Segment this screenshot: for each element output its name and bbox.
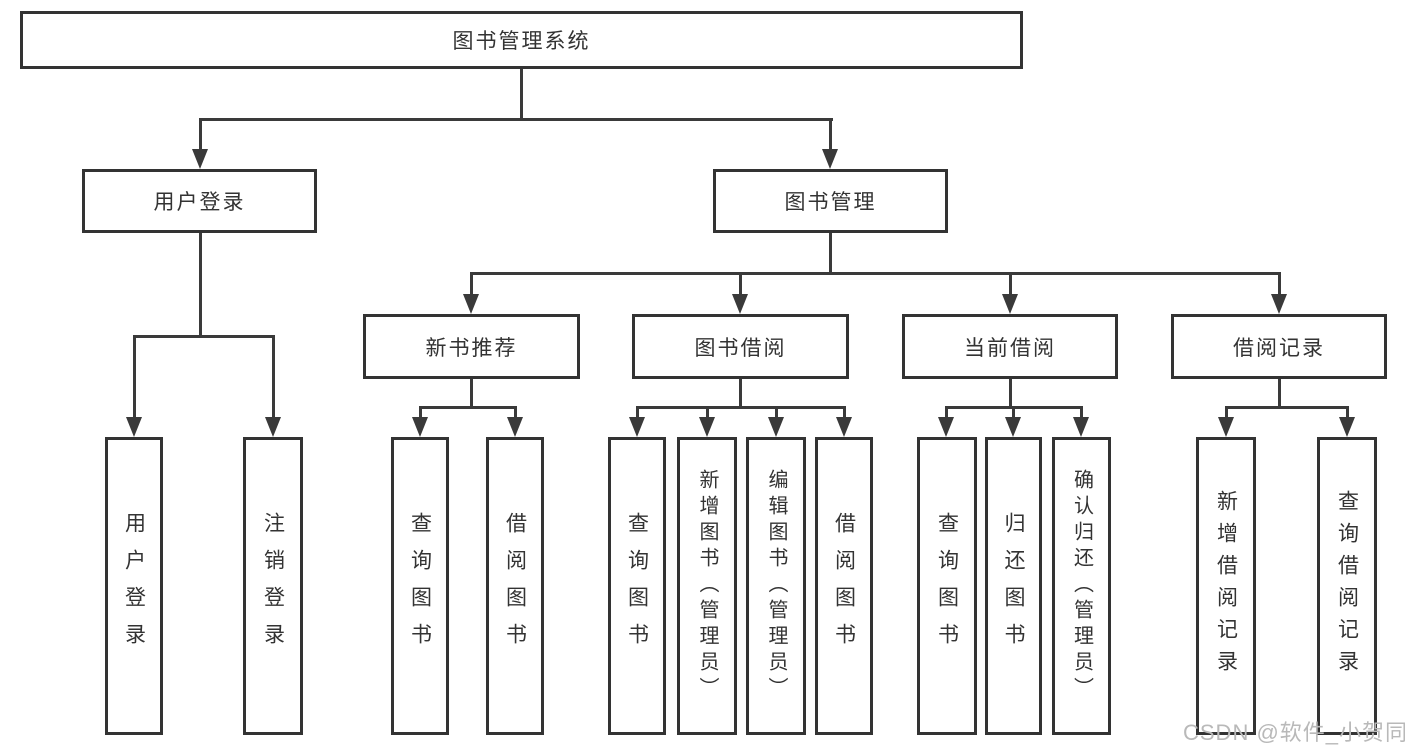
leaf-node-query-books: 查询图书 <box>608 437 666 735</box>
connector-line <box>514 406 517 420</box>
leaf-node-add-borrow-record: 新增借阅记录 <box>1196 437 1256 735</box>
arrowhead-down-icon <box>463 294 479 314</box>
branch-node-borrowing-records: 借阅记录 <box>1171 314 1387 379</box>
leaf-node-logout: 注销登录 <box>243 437 303 735</box>
arrowhead-down-icon <box>822 149 838 169</box>
arrowhead-down-icon <box>265 417 281 437</box>
leaf-node-borrow-books: 借阅图书 <box>815 437 873 735</box>
connector-line <box>1346 406 1349 420</box>
connector-line <box>272 335 275 419</box>
branch-node-book-management: 图书管理 <box>713 169 948 233</box>
connector-line <box>739 272 742 296</box>
connector-line <box>133 335 275 338</box>
connector-line <box>636 406 639 420</box>
leaf-node-borrow-books: 借阅图书 <box>486 437 544 735</box>
connector-line <box>199 233 202 335</box>
watermark-text: CSDN @软件_小贺同 <box>1183 720 1405 745</box>
arrowhead-down-icon <box>1002 294 1018 314</box>
connector-line <box>520 69 523 118</box>
connector-line <box>199 118 202 152</box>
leaf-node-edit-books-admin: 编辑图书（管理员） <box>746 437 806 735</box>
arrowhead-down-icon <box>1005 417 1021 437</box>
connector-line <box>1080 406 1083 420</box>
leaf-node-query-books: 查询图书 <box>391 437 449 735</box>
arrowhead-down-icon <box>1073 417 1089 437</box>
csdn-watermark: CSDN @软件_小贺同学 <box>1183 715 1405 747</box>
branch-node-book-borrowing: 图书借阅 <box>632 314 849 379</box>
connector-line <box>419 406 422 420</box>
leaf-node-confirm-return-admin: 确认归还（管理员） <box>1052 437 1111 735</box>
arrowhead-down-icon <box>629 417 645 437</box>
arrowhead-down-icon <box>836 417 852 437</box>
branch-node-user-login: 用户登录 <box>82 169 317 233</box>
connector-line <box>199 118 833 121</box>
connector-line <box>829 118 832 152</box>
connector-line <box>775 406 778 420</box>
connector-line <box>945 406 948 420</box>
connector-line <box>419 406 517 409</box>
connector-line <box>1225 406 1228 420</box>
connector-line <box>829 233 832 272</box>
arrowhead-down-icon <box>507 417 523 437</box>
leaf-node-user-login: 用户登录 <box>105 437 163 735</box>
branch-node-current-borrowing: 当前借阅 <box>902 314 1118 379</box>
leaf-node-query-borrow-record: 查询借阅记录 <box>1317 437 1377 735</box>
arrowhead-down-icon <box>1218 417 1234 437</box>
connector-line <box>1009 379 1012 406</box>
connector-line <box>843 406 846 420</box>
connector-line <box>1009 272 1012 296</box>
arrowhead-down-icon <box>732 294 748 314</box>
leaf-node-add-books-admin: 新增图书（管理员） <box>677 437 737 735</box>
arrowhead-down-icon <box>699 417 715 437</box>
leaf-node-query-books: 查询图书 <box>917 437 977 735</box>
connector-line <box>470 272 1280 275</box>
connector-line <box>706 406 709 420</box>
connector-line <box>1278 379 1281 406</box>
arrowhead-down-icon <box>1339 417 1355 437</box>
connector-line <box>636 406 846 409</box>
connector-line <box>1012 406 1015 420</box>
connector-line <box>470 272 473 296</box>
arrowhead-down-icon <box>938 417 954 437</box>
branch-node-new-book-recommend: 新书推荐 <box>363 314 580 379</box>
leaf-node-return-books: 归还图书 <box>985 437 1042 735</box>
connector-line <box>470 379 473 406</box>
connector-line <box>133 335 136 419</box>
arrowhead-down-icon <box>768 417 784 437</box>
arrowhead-down-icon <box>1271 294 1287 314</box>
root-node-library-system: 图书管理系统 <box>20 11 1023 69</box>
connector-line <box>1278 272 1281 296</box>
arrowhead-down-icon <box>412 417 428 437</box>
connector-line <box>739 379 742 406</box>
arrowhead-down-icon <box>126 417 142 437</box>
connector-line <box>1225 406 1348 409</box>
arrowhead-down-icon <box>192 149 208 169</box>
